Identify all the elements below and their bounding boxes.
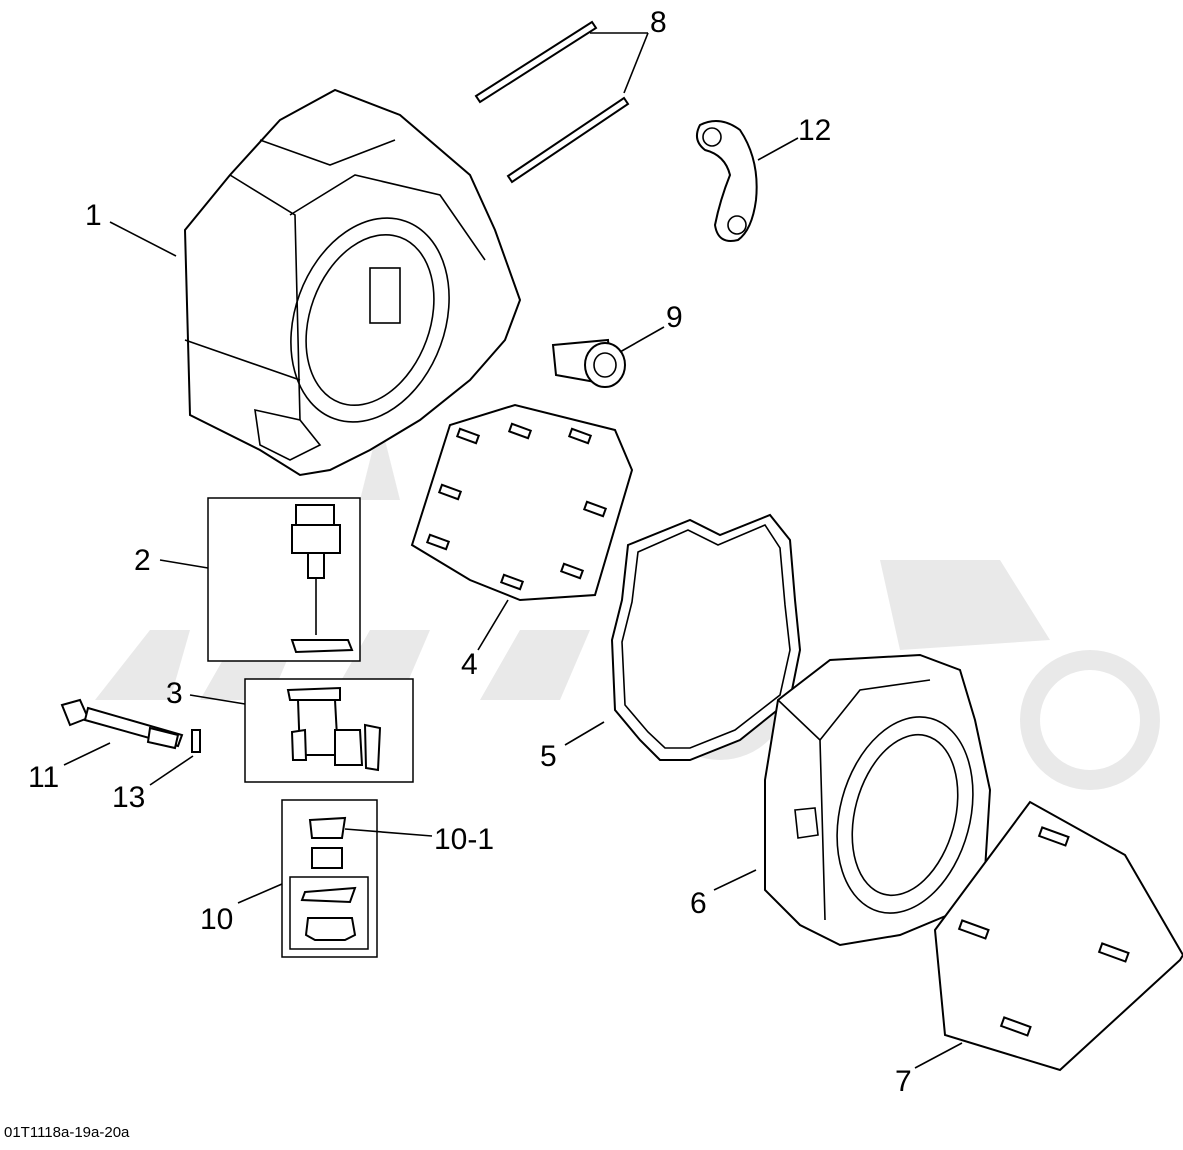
part-4-plate [410,403,634,602]
callout-12: 12 [798,114,831,147]
part-6-cover [764,653,992,947]
callout-2: 2 [134,544,151,577]
callout-3: 3 [166,677,183,710]
callout-10: 10 [200,903,233,936]
part-3-box [244,678,414,783]
part-2-box [207,497,361,662]
part-7-plate [933,800,1183,1072]
callout-11: 11 [28,761,59,794]
callout-labels: 1 2 3 4 5 6 7 8 9 10 10-1 11 12 13 [28,6,912,1098]
callout-1: 1 [85,199,102,232]
part-13-washer [191,729,201,753]
screw-icons [425,422,608,591]
part-1-housing [183,88,522,477]
screw-icons [957,826,1130,1037]
part-10-box [281,799,378,958]
callout-6: 6 [690,887,707,920]
callout-13: 13 [112,781,145,814]
callout-4: 4 [461,648,478,681]
leader-lines [63,32,963,1069]
part-11-bolt [60,698,184,750]
callout-8: 8 [650,6,667,39]
part-5-gasket [610,513,802,761]
part-8-studs [474,20,630,184]
callout-10-1: 10-1 [434,823,494,856]
part-9-bushing [551,338,626,388]
callout-5: 5 [540,740,557,773]
part-12-bracket [695,120,758,242]
callout-9: 9 [666,301,683,334]
diagram-reference-code: 01T1118a-19a-20a [4,1124,130,1141]
callout-7: 7 [895,1065,912,1098]
